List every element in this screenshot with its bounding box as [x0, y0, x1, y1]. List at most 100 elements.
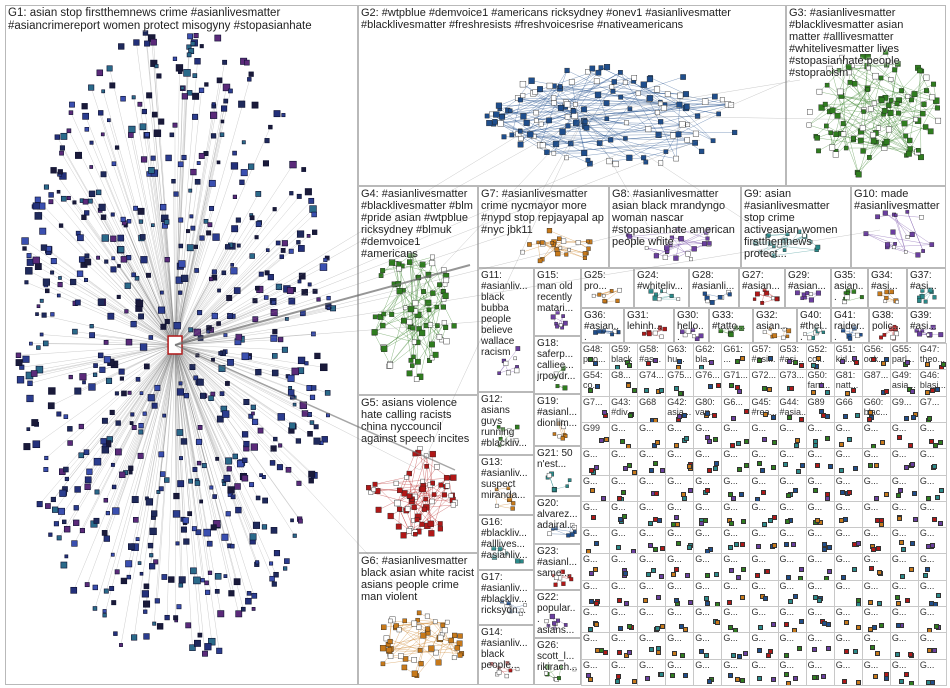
grid-cluster-label: G... — [892, 554, 907, 564]
grid-cluster-label: G... — [639, 554, 654, 564]
grid-cluster-label: G... — [751, 607, 766, 617]
grid-cluster-label: G... — [611, 554, 626, 564]
small-cluster-label: G6... — [723, 397, 743, 407]
grid-cluster-label: G... — [836, 449, 851, 459]
small-cluster-label: G89 — [808, 397, 825, 407]
grid-cluster-tile: G... — [637, 632, 666, 659]
small-cluster-tile: G50: fant... — [806, 369, 835, 396]
grid-cluster-label: G... — [836, 581, 851, 591]
grid-cluster-label: G... — [583, 528, 598, 538]
grid-cluster-label: G... — [723, 476, 738, 486]
cluster-node — [737, 389, 742, 394]
grid-cluster-tile: G... — [581, 448, 610, 475]
group-panel-g12: G12: asians guys running #blackliv... — [478, 392, 534, 455]
grid-cluster-label: G... — [695, 660, 710, 670]
cluster-node — [617, 650, 622, 655]
group-label-g25: G25: pro... — [584, 270, 631, 292]
group-panel-g32: G32: asian... — [753, 308, 797, 343]
group-panel-g39: G39: #asi... — [907, 308, 946, 343]
grid-cluster-tile: G... — [778, 606, 807, 633]
small-cluster-tile: G80: van... — [693, 396, 722, 423]
grid-cluster-label: G... — [723, 660, 738, 670]
cluster-node — [844, 620, 849, 625]
cluster-node — [881, 361, 886, 366]
cluster-node — [856, 625, 861, 630]
cluster-node — [925, 567, 930, 572]
grid-cluster-label: G... — [751, 633, 766, 643]
group-panel-g5: G5: asians violence hate calling racists… — [358, 395, 478, 553]
grid-cluster-tile: G... — [721, 501, 750, 528]
grid-cluster-label: G... — [836, 660, 851, 670]
grid-cluster-tile: G... — [693, 659, 722, 686]
group-label-g2: G2: #wtpblue #demvoice1 #americans ricks… — [361, 7, 745, 31]
grid-cluster-label: G... — [836, 633, 851, 643]
group-label-g30: G30: hello... — [677, 310, 706, 343]
small-cluster-tile: G63: hu... — [665, 343, 694, 370]
group-label-g27: G27: #asian... — [742, 270, 782, 292]
cluster-node — [757, 358, 762, 363]
grid-cluster-tile: G... — [862, 632, 891, 659]
grid-cluster-label: G... — [667, 607, 682, 617]
cluster-node — [656, 595, 661, 600]
cluster-node — [897, 516, 902, 521]
cluster-node — [819, 383, 824, 388]
cluster-node — [603, 650, 608, 655]
grid-cluster-tile: G... — [637, 553, 666, 580]
cluster-node — [932, 517, 937, 522]
grid-cluster-label: G... — [892, 581, 907, 591]
grid-cluster-label: G... — [611, 581, 626, 591]
grid-cluster-label: G... — [892, 528, 907, 538]
grid-cluster-tile: G... — [890, 527, 919, 554]
cluster-node — [927, 648, 932, 653]
cluster-node — [604, 437, 609, 442]
grid-cluster-label: G... — [667, 476, 682, 486]
grid-cluster-label: G... — [695, 449, 710, 459]
cluster-node — [908, 443, 913, 448]
small-cluster-tile: G9... — [890, 396, 919, 423]
grid-cluster-label: G... — [611, 607, 626, 617]
grid-cluster-tile: G... — [665, 501, 694, 528]
cluster-node — [796, 469, 801, 474]
cluster-node — [715, 620, 720, 625]
group-panel-g34: G34: #asi... — [868, 268, 907, 308]
cluster-node — [793, 488, 798, 493]
small-cluster-tile: G44: #asia... — [778, 396, 807, 423]
cluster-node — [771, 465, 776, 470]
grid-cluster-tile: G... — [749, 553, 778, 580]
group-label-g18: G18: saferp... calliee... jrpoydr... — [537, 338, 578, 382]
group-label-g13: G13: #asianliv... suspect miranda... — [481, 457, 531, 501]
cluster-node — [659, 388, 664, 393]
cluster-node — [588, 357, 593, 362]
cluster-node — [586, 673, 591, 678]
cluster-node — [683, 627, 688, 632]
cluster-node — [618, 626, 623, 631]
cluster-node — [927, 416, 932, 421]
g29-network-marks — [795, 291, 821, 303]
cluster-node — [688, 600, 693, 605]
grid-cluster-tile: G... — [721, 475, 750, 502]
small-cluster-label: G7... — [583, 397, 603, 407]
group-label-g20: G20: alvarez... adairal... — [537, 498, 578, 531]
cluster-node — [757, 648, 762, 653]
cluster-node — [618, 517, 623, 522]
cluster-node — [813, 488, 818, 493]
cluster-node — [768, 518, 773, 523]
cluster-node — [910, 541, 915, 546]
cluster-node — [938, 521, 943, 526]
small-cluster-tile: G73... — [778, 369, 807, 396]
cluster-node — [842, 679, 847, 684]
cluster-node — [589, 571, 594, 576]
grid-cluster-tile: G... — [665, 422, 694, 449]
grid-cluster-label: G... — [892, 423, 907, 433]
group-label-g3: G3: #asianlivesmatter #blacklivesmatter … — [789, 7, 920, 79]
cluster-node — [873, 674, 878, 679]
cluster-node — [763, 596, 768, 601]
grid-cluster-tile: G... — [721, 580, 750, 607]
grid-cluster-tile: G... — [693, 632, 722, 659]
cluster-node — [653, 461, 658, 466]
cluster-node — [852, 356, 857, 361]
grid-cluster-tile: G... — [862, 606, 891, 633]
cluster-node — [938, 440, 943, 445]
group-panel-g23: G23: #asianl... same... — [534, 544, 581, 590]
grid-cluster-tile: G... — [693, 422, 722, 449]
